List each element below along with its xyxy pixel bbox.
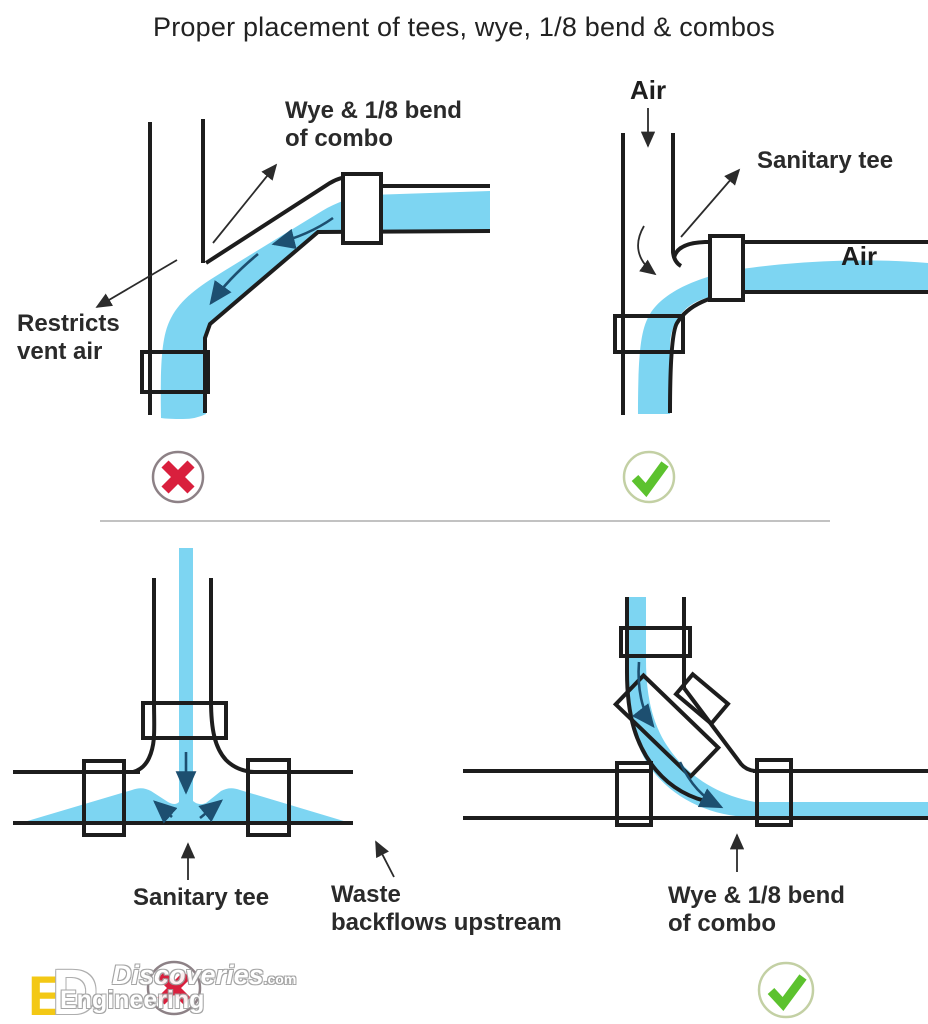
cross-icon <box>151 450 205 504</box>
pipe-coupling <box>613 314 685 354</box>
cross-icon <box>146 960 202 1016</box>
pipe-coupling <box>708 234 745 302</box>
pipe-coupling <box>341 172 383 245</box>
watermark-letter-d: D <box>52 956 99 1024</box>
pipe-outlines <box>621 133 928 415</box>
watermark-logo: E D Discoveries.com Engineering <box>20 948 296 1024</box>
pipe-outlines <box>13 578 353 825</box>
check-icon <box>622 450 676 504</box>
watermark-letter-e: E <box>28 964 66 1024</box>
watermark-brand-suffix: .com <box>263 971 297 987</box>
label-arrows <box>180 840 395 880</box>
page-title: Proper placement of tees, wye, 1/8 bend … <box>153 12 775 42</box>
label-sanitary-tee-bottom: Sanitary tee <box>133 884 270 911</box>
label-arrows <box>95 163 278 308</box>
pipe-coupling <box>140 350 210 394</box>
pipe-couplings <box>82 701 291 837</box>
diagram-wye-bend-correct <box>463 597 928 1019</box>
watermark-brand: Discoveries.com <box>112 960 297 990</box>
label-wye-bend-combo-top: Wye & 1/8 bend of combo <box>285 97 462 152</box>
label-restricts-vent-air: Restricts vent air <box>17 310 120 365</box>
flow-arrows <box>153 752 224 824</box>
diagram-sanitary-tee-wrong <box>13 548 395 1016</box>
diagram-wye-bend-wrong <box>95 119 491 504</box>
label-wye-bend-combo-bottom: Wye & 1/8 bend of combo <box>668 882 845 937</box>
flow-arrows <box>209 216 334 306</box>
flow-arrows <box>631 661 724 809</box>
label-waste-backflows: Waste backflows upstream <box>331 881 562 936</box>
label-air-right: Air <box>841 241 878 271</box>
water-flow <box>160 191 490 419</box>
diagram-sanitary-tee-correct <box>613 108 928 504</box>
check-icon <box>757 961 815 1019</box>
pipe-couplings <box>612 626 793 827</box>
watermark-brand-line2: Engineering <box>60 986 205 1014</box>
label-arrows <box>637 108 741 276</box>
water-flow <box>24 548 347 822</box>
label-air-top: Air <box>630 75 667 105</box>
label-sanitary-tee-top: Sanitary tee <box>757 147 894 174</box>
pipe-outlines <box>463 597 928 820</box>
